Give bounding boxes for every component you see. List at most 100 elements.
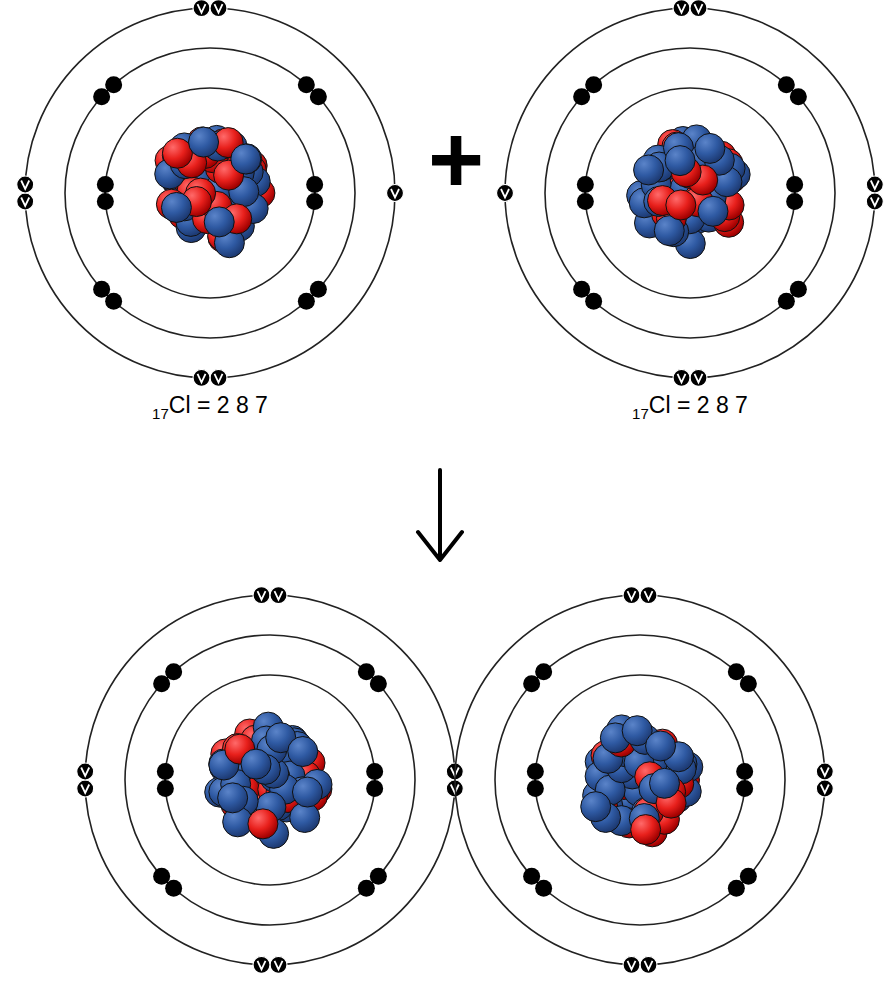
electron [790, 88, 807, 105]
label-group: 17Cl = 2 8 7 [152, 392, 268, 419]
electron [527, 763, 544, 780]
electron [790, 281, 807, 298]
nucleus [627, 125, 751, 259]
valence-electron [253, 587, 270, 604]
electron [157, 763, 174, 780]
electron [740, 868, 757, 885]
electron [310, 88, 327, 105]
valence-electron [640, 956, 657, 973]
electron [366, 763, 383, 780]
electron [310, 281, 327, 298]
neutron [232, 144, 262, 174]
electron [778, 293, 795, 310]
electron [736, 780, 753, 797]
electron-shell [125, 635, 415, 925]
electron [535, 880, 552, 897]
electron [93, 88, 110, 105]
proton [631, 815, 661, 845]
valence-electron [77, 780, 94, 797]
neutron [292, 777, 322, 807]
valence-electron [816, 763, 833, 780]
nucleus [155, 125, 275, 257]
proton [189, 127, 219, 157]
valence-electron [673, 0, 690, 17]
valence-electron [210, 0, 227, 17]
neutron [646, 731, 676, 761]
neutron [161, 192, 191, 222]
electron [535, 663, 552, 680]
electron-shell [165, 675, 375, 885]
valence-electron [497, 185, 514, 202]
electron-shell [25, 8, 395, 378]
label-group: + [428, 112, 484, 208]
valence-electron [690, 369, 707, 386]
valence-electron [193, 0, 210, 17]
electron [736, 763, 753, 780]
electron [573, 281, 590, 298]
proton [248, 809, 278, 839]
valence-electron [253, 956, 270, 973]
electron-configuration: Cl = 2 8 7 [169, 392, 268, 418]
electron [585, 293, 602, 310]
electron [786, 193, 803, 210]
neutron [650, 768, 680, 798]
electron [298, 293, 315, 310]
reaction-arrow [418, 470, 462, 560]
electron [298, 76, 315, 93]
electron [370, 675, 387, 692]
valence-electron [270, 956, 287, 973]
electron-shell [85, 595, 455, 965]
neutron [634, 155, 664, 185]
electron [165, 663, 182, 680]
electron [153, 675, 170, 692]
valence-electron [623, 956, 640, 973]
electron [786, 176, 803, 193]
electron-configuration: Cl = 2 8 7 [649, 392, 748, 418]
electron [740, 675, 757, 692]
valence-electron [640, 587, 657, 604]
electron-shell [545, 48, 835, 338]
nucleus [581, 715, 703, 847]
electron [153, 868, 170, 885]
neutron [217, 783, 247, 813]
valence-electron [673, 369, 690, 386]
neutron [581, 792, 611, 822]
electron [370, 868, 387, 885]
nucleus [205, 712, 332, 848]
electron [105, 293, 122, 310]
valence-electron [210, 369, 227, 386]
valence-electron [387, 185, 404, 202]
valence-electron [866, 193, 883, 210]
neutron [218, 783, 248, 813]
electron [728, 880, 745, 897]
neutron [698, 196, 728, 226]
electron [577, 176, 594, 193]
valence-electron [17, 193, 34, 210]
label-group: 17Cl = 2 8 7 [632, 392, 748, 419]
electron [523, 868, 540, 885]
neutron [241, 749, 271, 779]
valence-electron [690, 0, 707, 17]
electron-shell [105, 88, 315, 298]
electron [306, 193, 323, 210]
electron-shell [505, 8, 875, 378]
electron [93, 281, 110, 298]
proton [666, 190, 696, 220]
electron [97, 176, 114, 193]
electron-shell [455, 595, 825, 965]
valence-electron [866, 176, 883, 193]
valence-electron [193, 369, 210, 386]
valence-electron [17, 176, 34, 193]
valence-electron [816, 780, 833, 797]
atomic-number: 17 [152, 405, 169, 422]
valence-electron [77, 763, 94, 780]
electron [306, 176, 323, 193]
neutron [231, 144, 261, 174]
neutron [248, 809, 278, 839]
electron [105, 76, 122, 93]
electron-shell [535, 675, 745, 885]
electron [573, 88, 590, 105]
neutron [665, 146, 695, 176]
valence-electron [270, 587, 287, 604]
electron [527, 780, 544, 797]
